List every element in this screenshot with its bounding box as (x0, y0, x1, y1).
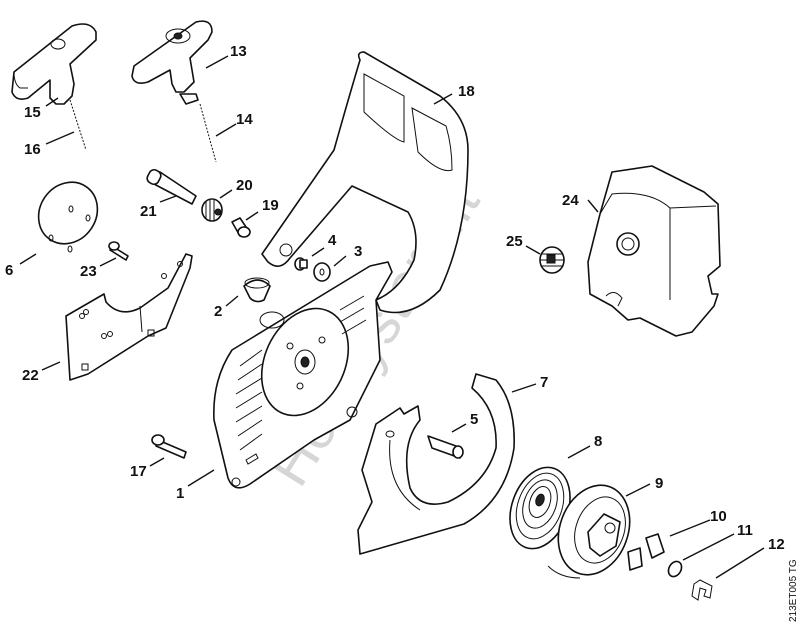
part-16-rope[interactable] (69, 99, 87, 151)
label-11: 11 (737, 522, 753, 539)
label-2: 2 (214, 303, 222, 320)
part-25-twist-lock[interactable] (539, 246, 565, 274)
part-1-fan-housing[interactable] (213, 261, 393, 489)
part-10-pawl[interactable] (627, 533, 665, 571)
label-10: 10 (710, 508, 727, 525)
label-9: 9 (655, 475, 663, 492)
label-19: 19 (262, 197, 279, 214)
part-3-washer[interactable] (313, 262, 331, 282)
label-25: 25 (506, 233, 523, 250)
label-15: 15 (24, 104, 41, 121)
label-3: 3 (354, 243, 362, 260)
part-22-insulation-plate[interactable] (65, 253, 193, 381)
label-23: 23 (80, 263, 97, 280)
part-8-rewind-spring[interactable] (499, 459, 580, 557)
part-12-spring-clip[interactable] (691, 579, 713, 601)
leader-lines (19, 55, 765, 579)
part-21-handle-screw[interactable] (145, 168, 197, 205)
part-14-rope[interactable] (199, 103, 217, 163)
part-labels: 15 16 13 14 18 6 21 20 19 23 22 2 4 3 1 … (5, 43, 785, 553)
label-16: 16 (24, 141, 41, 158)
part-7-guide-plate[interactable] (357, 373, 515, 555)
label-6: 6 (5, 262, 13, 279)
part-11-washer[interactable] (666, 559, 684, 579)
part-2-grommet[interactable] (243, 277, 271, 303)
label-14: 14 (236, 111, 253, 128)
label-21: 21 (140, 203, 157, 220)
label-18: 18 (458, 83, 475, 100)
part-24-cover[interactable] (587, 165, 721, 337)
drawing-code: 213ET005 TG (788, 559, 799, 622)
label-8: 8 (594, 433, 602, 450)
label-20: 20 (236, 177, 253, 194)
part-9-rope-rotor[interactable] (546, 475, 641, 585)
label-22: 22 (22, 367, 39, 384)
label-12: 12 (768, 536, 785, 553)
part-17-screw[interactable] (151, 434, 187, 459)
part-15-starter-grip[interactable] (11, 23, 97, 105)
label-4: 4 (328, 232, 337, 249)
label-1: 1 (176, 485, 184, 502)
part-23-small-screw[interactable] (108, 241, 129, 261)
label-7: 7 (540, 374, 548, 391)
label-5: 5 (470, 411, 478, 428)
part-20-annular-buffer[interactable] (201, 198, 223, 222)
label-24: 24 (562, 192, 579, 209)
part-4-bushing[interactable] (294, 257, 308, 271)
label-13: 13 (230, 43, 247, 60)
part-19-sleeve[interactable] (231, 217, 251, 238)
part-5-rope-rotor-pin[interactable] (427, 435, 464, 459)
part-6-cover-disc[interactable] (27, 171, 110, 256)
label-17: 17 (130, 463, 147, 480)
part-18-front-handle[interactable] (261, 51, 469, 314)
part-13-starter-grip[interactable] (131, 20, 213, 105)
